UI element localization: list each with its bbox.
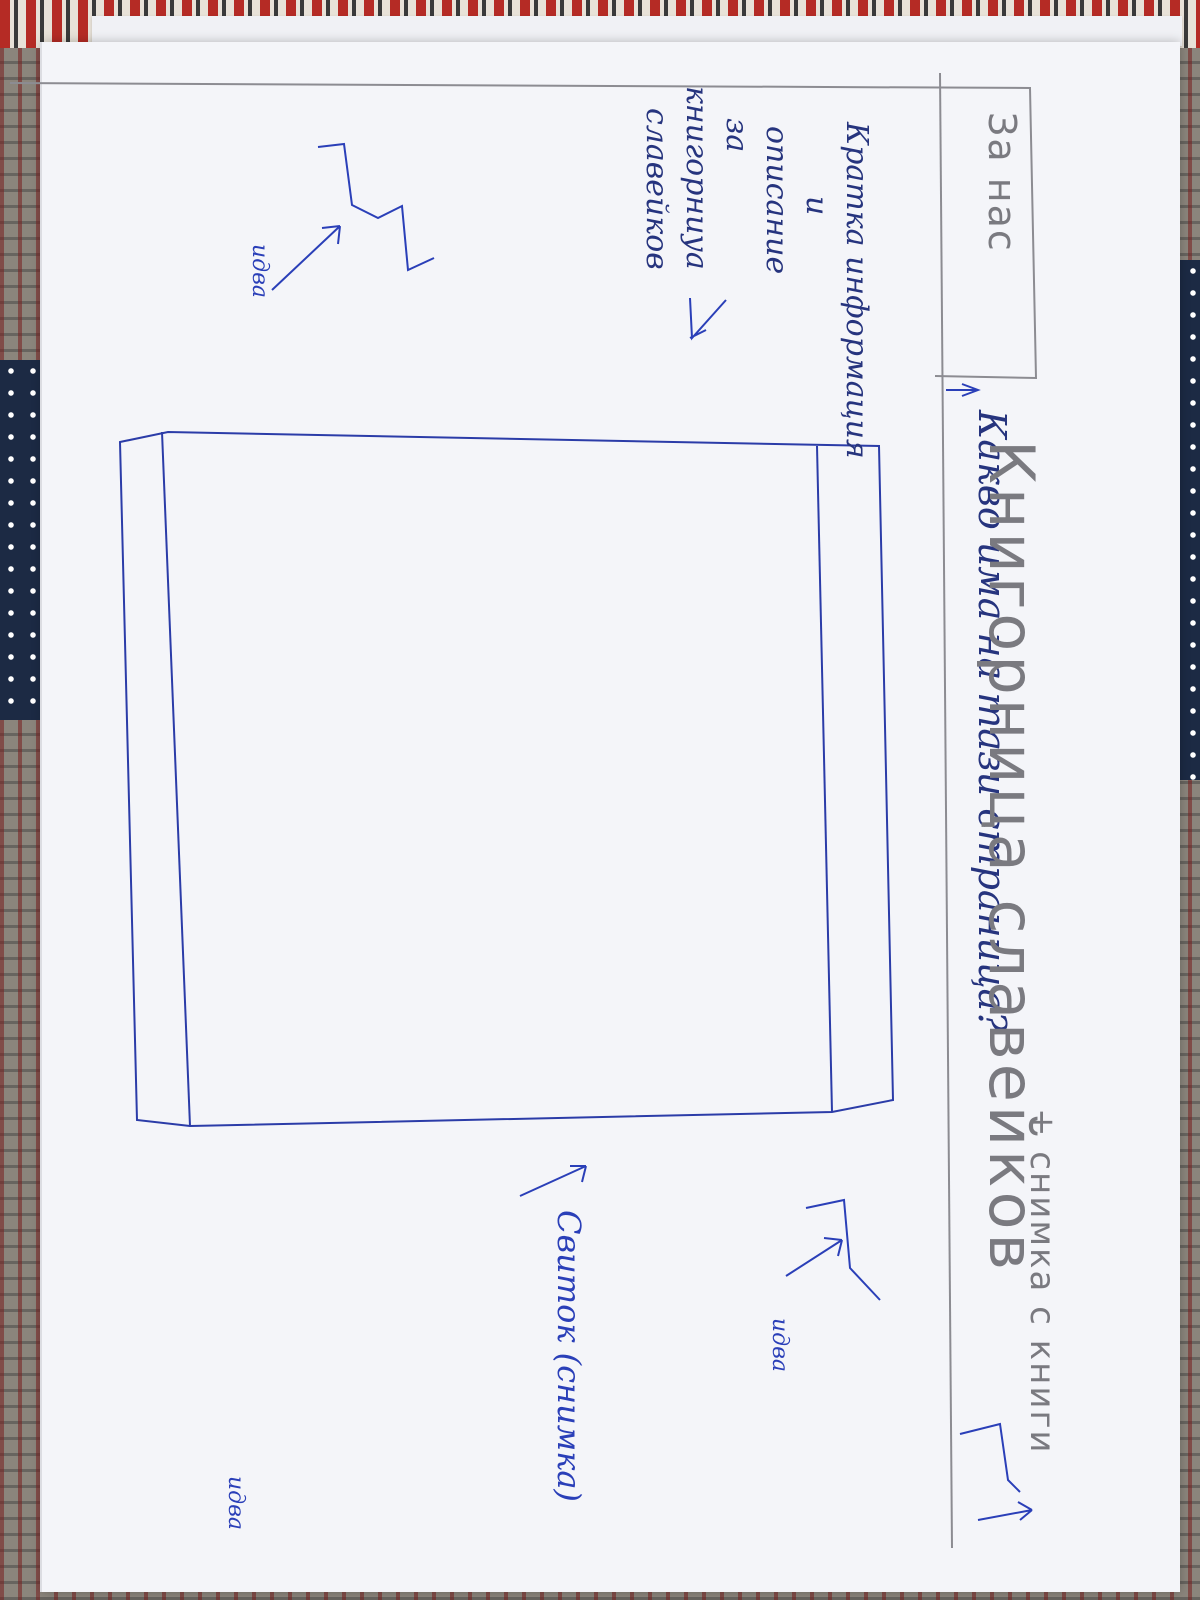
side-note-line-2: и xyxy=(799,196,834,216)
main-title-suffix: + снимка с книги xyxy=(1022,1108,1062,1455)
side-note-line-4: за xyxy=(719,118,754,153)
paper-sheet xyxy=(42,42,1180,1592)
annotation-right-top: идва xyxy=(767,1318,792,1373)
feed-label: Свиток (снимка) xyxy=(550,1210,588,1502)
header-divider-line xyxy=(939,72,953,1549)
frame-left-inner xyxy=(161,431,191,1127)
arrow-left xyxy=(271,225,341,291)
side-note-line-6: славейков xyxy=(639,108,674,270)
header-tab-outline xyxy=(9,82,1038,380)
arrow-right-bottom xyxy=(977,1501,1033,1521)
arrow-right-top xyxy=(785,1237,843,1277)
arrow-question xyxy=(946,383,981,397)
side-note-line-3: описание xyxy=(759,126,794,275)
side-note-line-5: книгорниуа xyxy=(679,86,714,270)
wave-squiggle-left xyxy=(317,142,435,272)
underlying-sheet-edge xyxy=(92,16,1182,46)
frame-right-inner xyxy=(816,445,833,1113)
header-tab-label[interactable]: За нас xyxy=(980,112,1024,253)
frame-outer xyxy=(118,430,895,1128)
arrow-down-sidenote xyxy=(689,297,727,341)
wave-squiggle-right-top xyxy=(805,1198,881,1301)
tablecloth-dot-patch-left xyxy=(0,360,48,720)
content-frame xyxy=(118,430,895,1128)
side-note-line-1: Кратка информация xyxy=(839,122,874,459)
arrow-feed xyxy=(519,1165,587,1197)
annotation-left-top: идва xyxy=(247,244,272,299)
wave-squiggle-right-bottom xyxy=(959,1422,1021,1493)
annotation-right-bottom: идва xyxy=(223,1476,248,1531)
